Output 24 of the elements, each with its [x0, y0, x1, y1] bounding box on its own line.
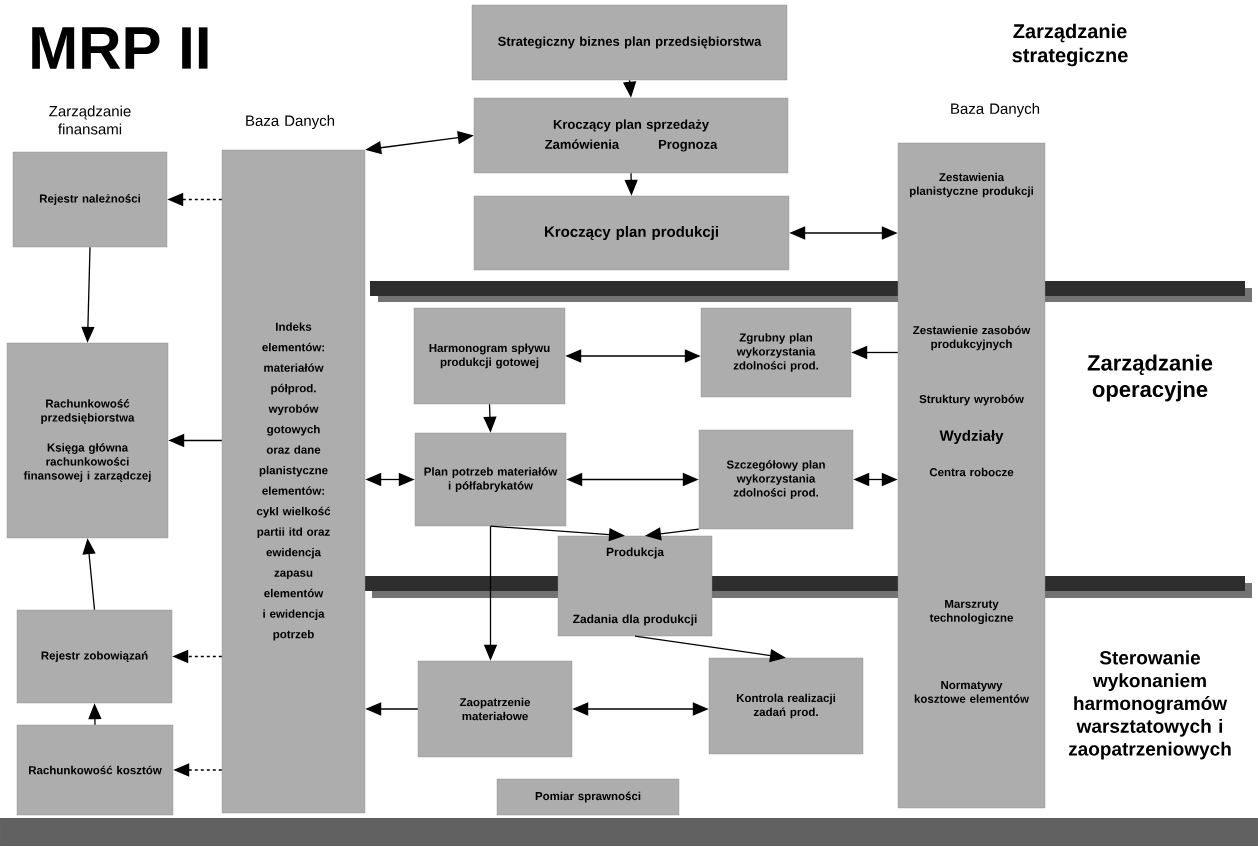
process-box: Kontrola realizacji zadań prod.	[708, 657, 864, 755]
process-box: Rejestr należności	[12, 151, 168, 248]
process-box: Kroczący plan sprzedaży Zamówienia Prognoza	[473, 97, 789, 174]
process-box: Zaopatrzenie materiałowe	[417, 660, 573, 758]
heading: Zarządzanie operacyjne	[1087, 354, 1213, 402]
process-box: Strategiczny biznes plan przedsiębiorstwa	[471, 4, 788, 81]
title: MRP II	[32, 27, 208, 69]
heading: Sterowanie wykonaniem harmonogramów warsztatowych i zaopatrzeniowych	[1068, 650, 1231, 760]
database-column: Zestawienia planistyczne produkcji Zestawienie zasobów produkcyjnych Struktury wyrobów Wydziały Centra robocze Marszruty technologiczne Normatywy kosztowe elementów	[897, 142, 1046, 809]
heading: Zarządzanie strategiczne	[1012, 23, 1128, 67]
process-box: Zgrubny plan wykorzystania zdolności prod.	[700, 307, 852, 398]
process-box: Produkcja Zadania dla produkcji	[557, 535, 713, 637]
process-box: Rachunkowość kosztów	[16, 724, 174, 816]
process-box: Harmonogram spływu produkcji gotowej	[413, 307, 566, 405]
process-box: Pomiar sprawności	[496, 778, 680, 816]
process-box: Szczegółowy plan wykorzystania zdolności prod.	[698, 429, 854, 530]
process-box: Rachunkowość przedsiębiorstwa Księga główna rachunkowości finansowej i zarządczej	[6, 342, 169, 539]
heading: Baza Danych	[951, 103, 1040, 117]
heading: Zarządzanie finansami	[49, 105, 131, 135]
process-box: Kroczący plan produkcji	[473, 195, 790, 271]
database-column: Indeks elementów: materiałów półprod. wyrobów gotowych oraz dane planistyczne elementów: cykl wielkość partii itd oraz ewidencja zapasu elementów i ewidencja potrzeb	[221, 149, 366, 814]
heading: Baza Danych	[246, 115, 335, 129]
process-box: Plan potrzeb materiałów i półfabrykatów	[414, 432, 567, 527]
process-box: Rejestr zobowiązań	[16, 609, 173, 704]
